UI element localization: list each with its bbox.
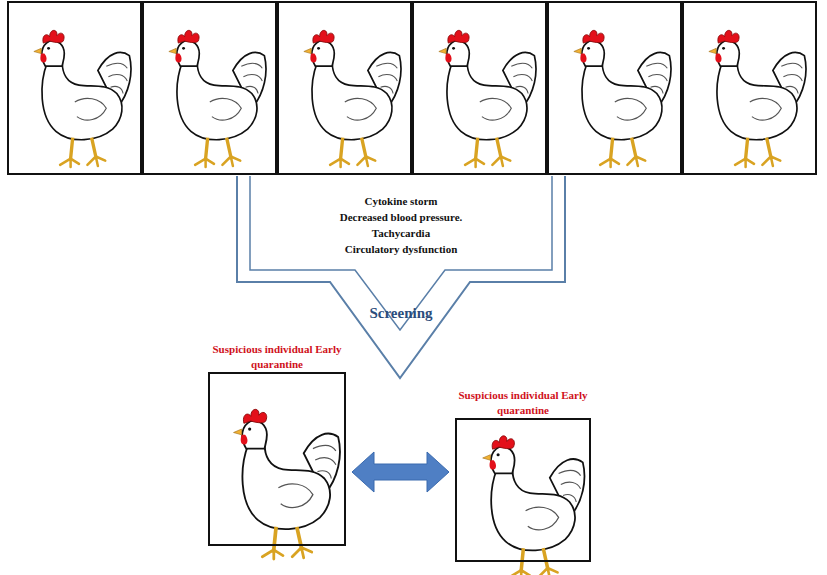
symptom-label: Decreased blood pressure. xyxy=(340,211,463,223)
suspect-box: Suspicious individual Early quarantine xyxy=(455,418,591,562)
suspect-chicken xyxy=(234,409,340,559)
symptom-label: Circulatory dysfunction xyxy=(345,243,458,255)
screening-funnel-inner xyxy=(250,176,552,330)
node-heading: Suspicious individual Early quarantine xyxy=(437,388,609,417)
double-arrow xyxy=(352,452,449,492)
suspect-box: Suspicious individual Early quarantine xyxy=(208,372,346,546)
symptom-label: Tachycardia xyxy=(372,227,430,239)
screening-label: Screening xyxy=(369,305,432,322)
chicken-panels xyxy=(8,2,816,174)
suspect-chicken xyxy=(483,436,585,575)
node-heading: Suspicious individual Early quarantine xyxy=(190,342,364,371)
symptom-label: Cytokine storm xyxy=(364,195,437,207)
